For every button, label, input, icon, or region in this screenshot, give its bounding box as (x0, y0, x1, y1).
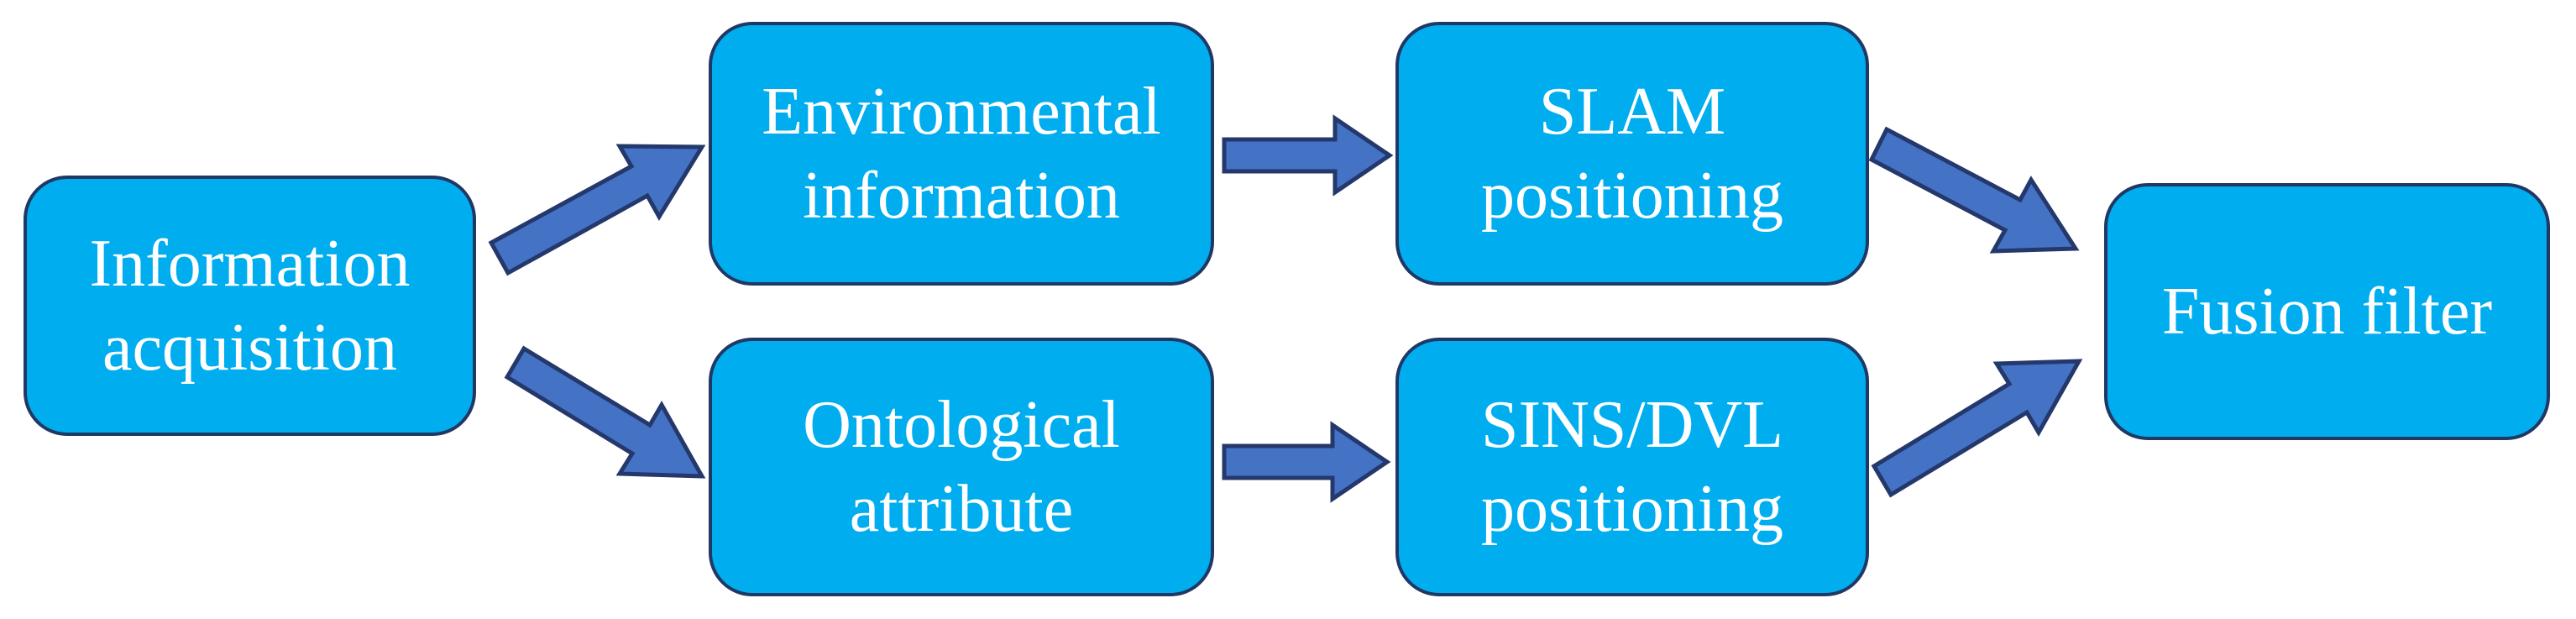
node-label-line: Ontological (803, 388, 1120, 462)
node-label-line: positioning (1480, 159, 1784, 233)
node-label-line: Fusion filter (2161, 275, 2493, 349)
node-sins-dvl-positioning: SINS/DVL positioning (1395, 338, 1869, 596)
node-label-line: Information (89, 227, 411, 301)
node-fusion-filter: Fusion filter (2104, 183, 2550, 440)
node-label-line: acquisition (102, 311, 398, 385)
node-ontological-attribute: Ontological attribute (709, 338, 1214, 596)
node-label-line: Environmental (762, 75, 1161, 149)
node-label-line: positioning (1480, 472, 1784, 546)
node-label-line: SLAM (1538, 75, 1726, 149)
node-label-line: SINS/DVL (1480, 388, 1784, 462)
arrow-slam-to-fusion (1868, 126, 2080, 254)
node-label-line: attribute (849, 472, 1074, 546)
node-label-line: information (803, 159, 1120, 233)
node-environmental-information: Environmental information (709, 22, 1214, 286)
node-information-acquisition: Information acquisition (24, 176, 476, 436)
arrow-ontological-to-sinsdvl (1222, 421, 1391, 503)
arrow-sinsdvl-to-fusion (1871, 359, 2083, 498)
arrow-information-to-ontological (504, 345, 706, 479)
node-slam-positioning: SLAM positioning (1395, 22, 1869, 286)
arrow-information-to-environmental (488, 144, 706, 276)
arrow-environmental-to-slam (1222, 114, 1394, 197)
